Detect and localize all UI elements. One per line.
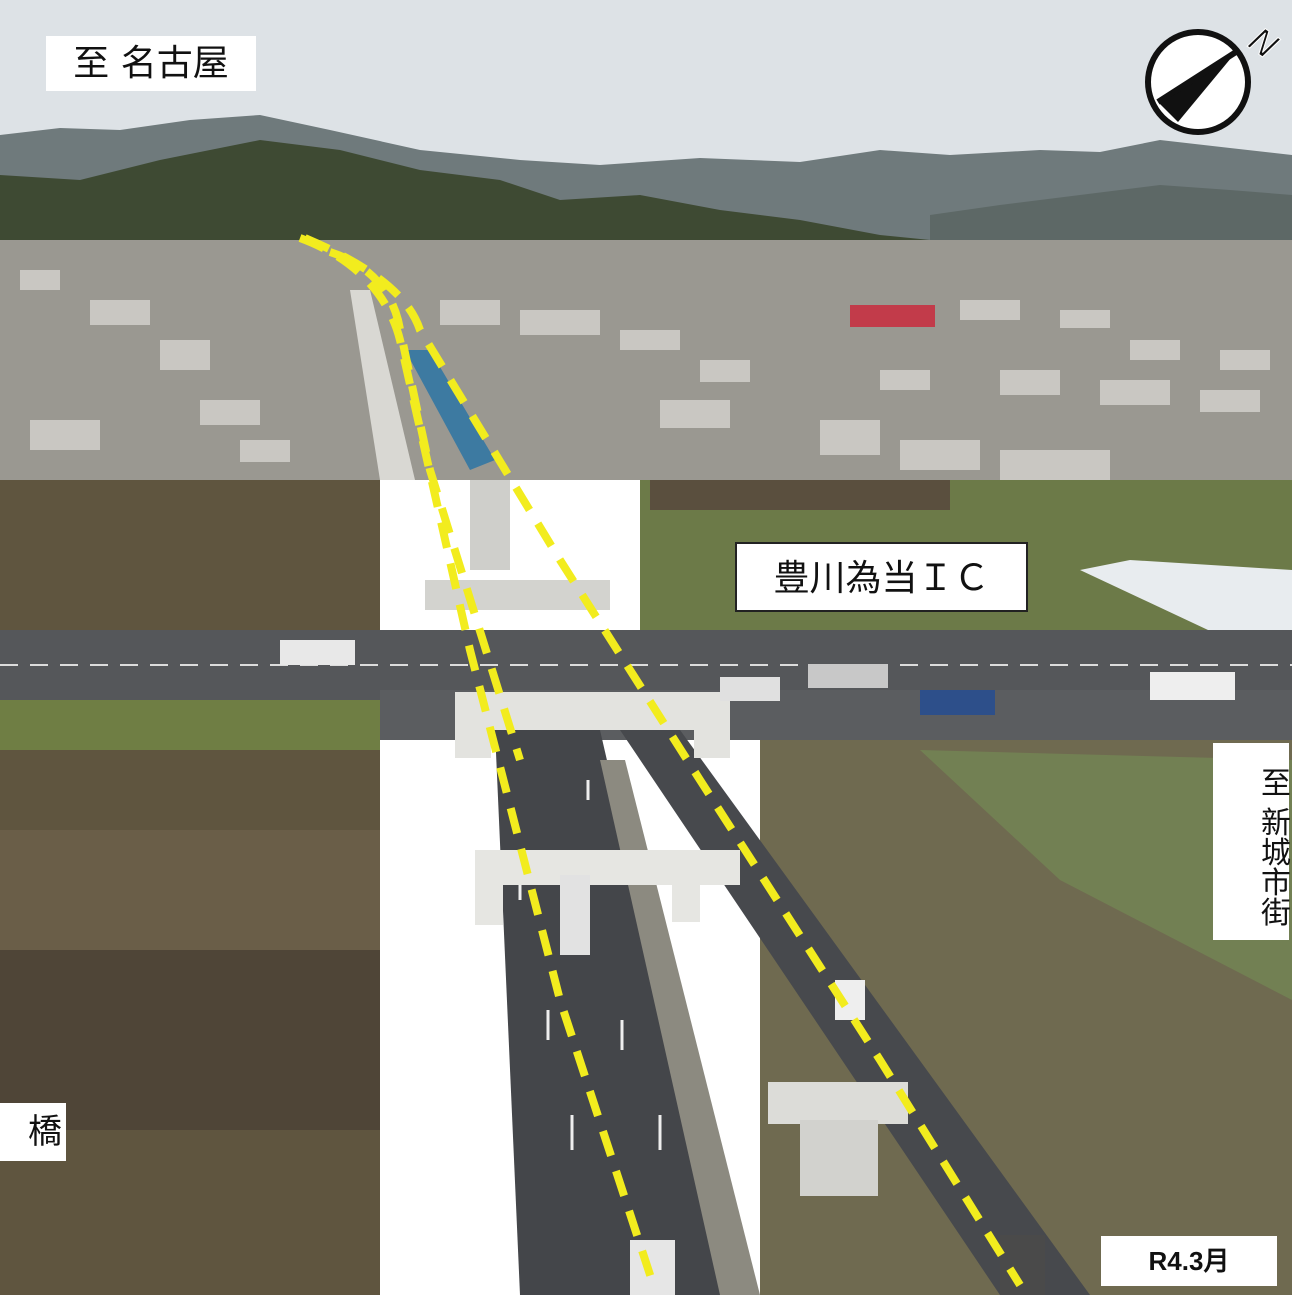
gantry-2-leg-left (475, 850, 503, 925)
to-shinshiro-label: 至 新城市街 (1213, 743, 1290, 940)
gantry-1 (455, 692, 730, 730)
greenhouses (1080, 560, 1292, 645)
date-badge: R4.3月 (1101, 1236, 1277, 1286)
field-left-lower (0, 830, 380, 950)
interchange-label: 豊川為当ＩＣ (735, 542, 1028, 612)
route-line-mid (328, 248, 524, 762)
route-line-left (298, 234, 659, 1292)
red-building (850, 305, 935, 327)
pier-3-column (800, 1120, 878, 1196)
bridge-label: 橋 (0, 1103, 66, 1161)
north-arrow-icon (1145, 29, 1251, 135)
to-nagoya-label: 至 名古屋 (46, 36, 256, 91)
viaduct (350, 290, 415, 480)
town-area (0, 240, 1292, 480)
pier-1 (470, 480, 510, 570)
planned-route-lines (298, 234, 1024, 1292)
lane-markings (518, 780, 662, 1150)
gantry-2 (475, 850, 740, 885)
viaduct-girder (405, 350, 495, 470)
median (600, 760, 760, 1295)
field-left-bottom (0, 950, 380, 1130)
gantry-2-leg-right (672, 850, 700, 922)
field-right-green (920, 750, 1292, 1000)
pier-3 (768, 1082, 908, 1124)
vehicles (280, 640, 1235, 1295)
field-right-strip (650, 480, 950, 510)
gantry-1-leg-right (694, 692, 730, 758)
